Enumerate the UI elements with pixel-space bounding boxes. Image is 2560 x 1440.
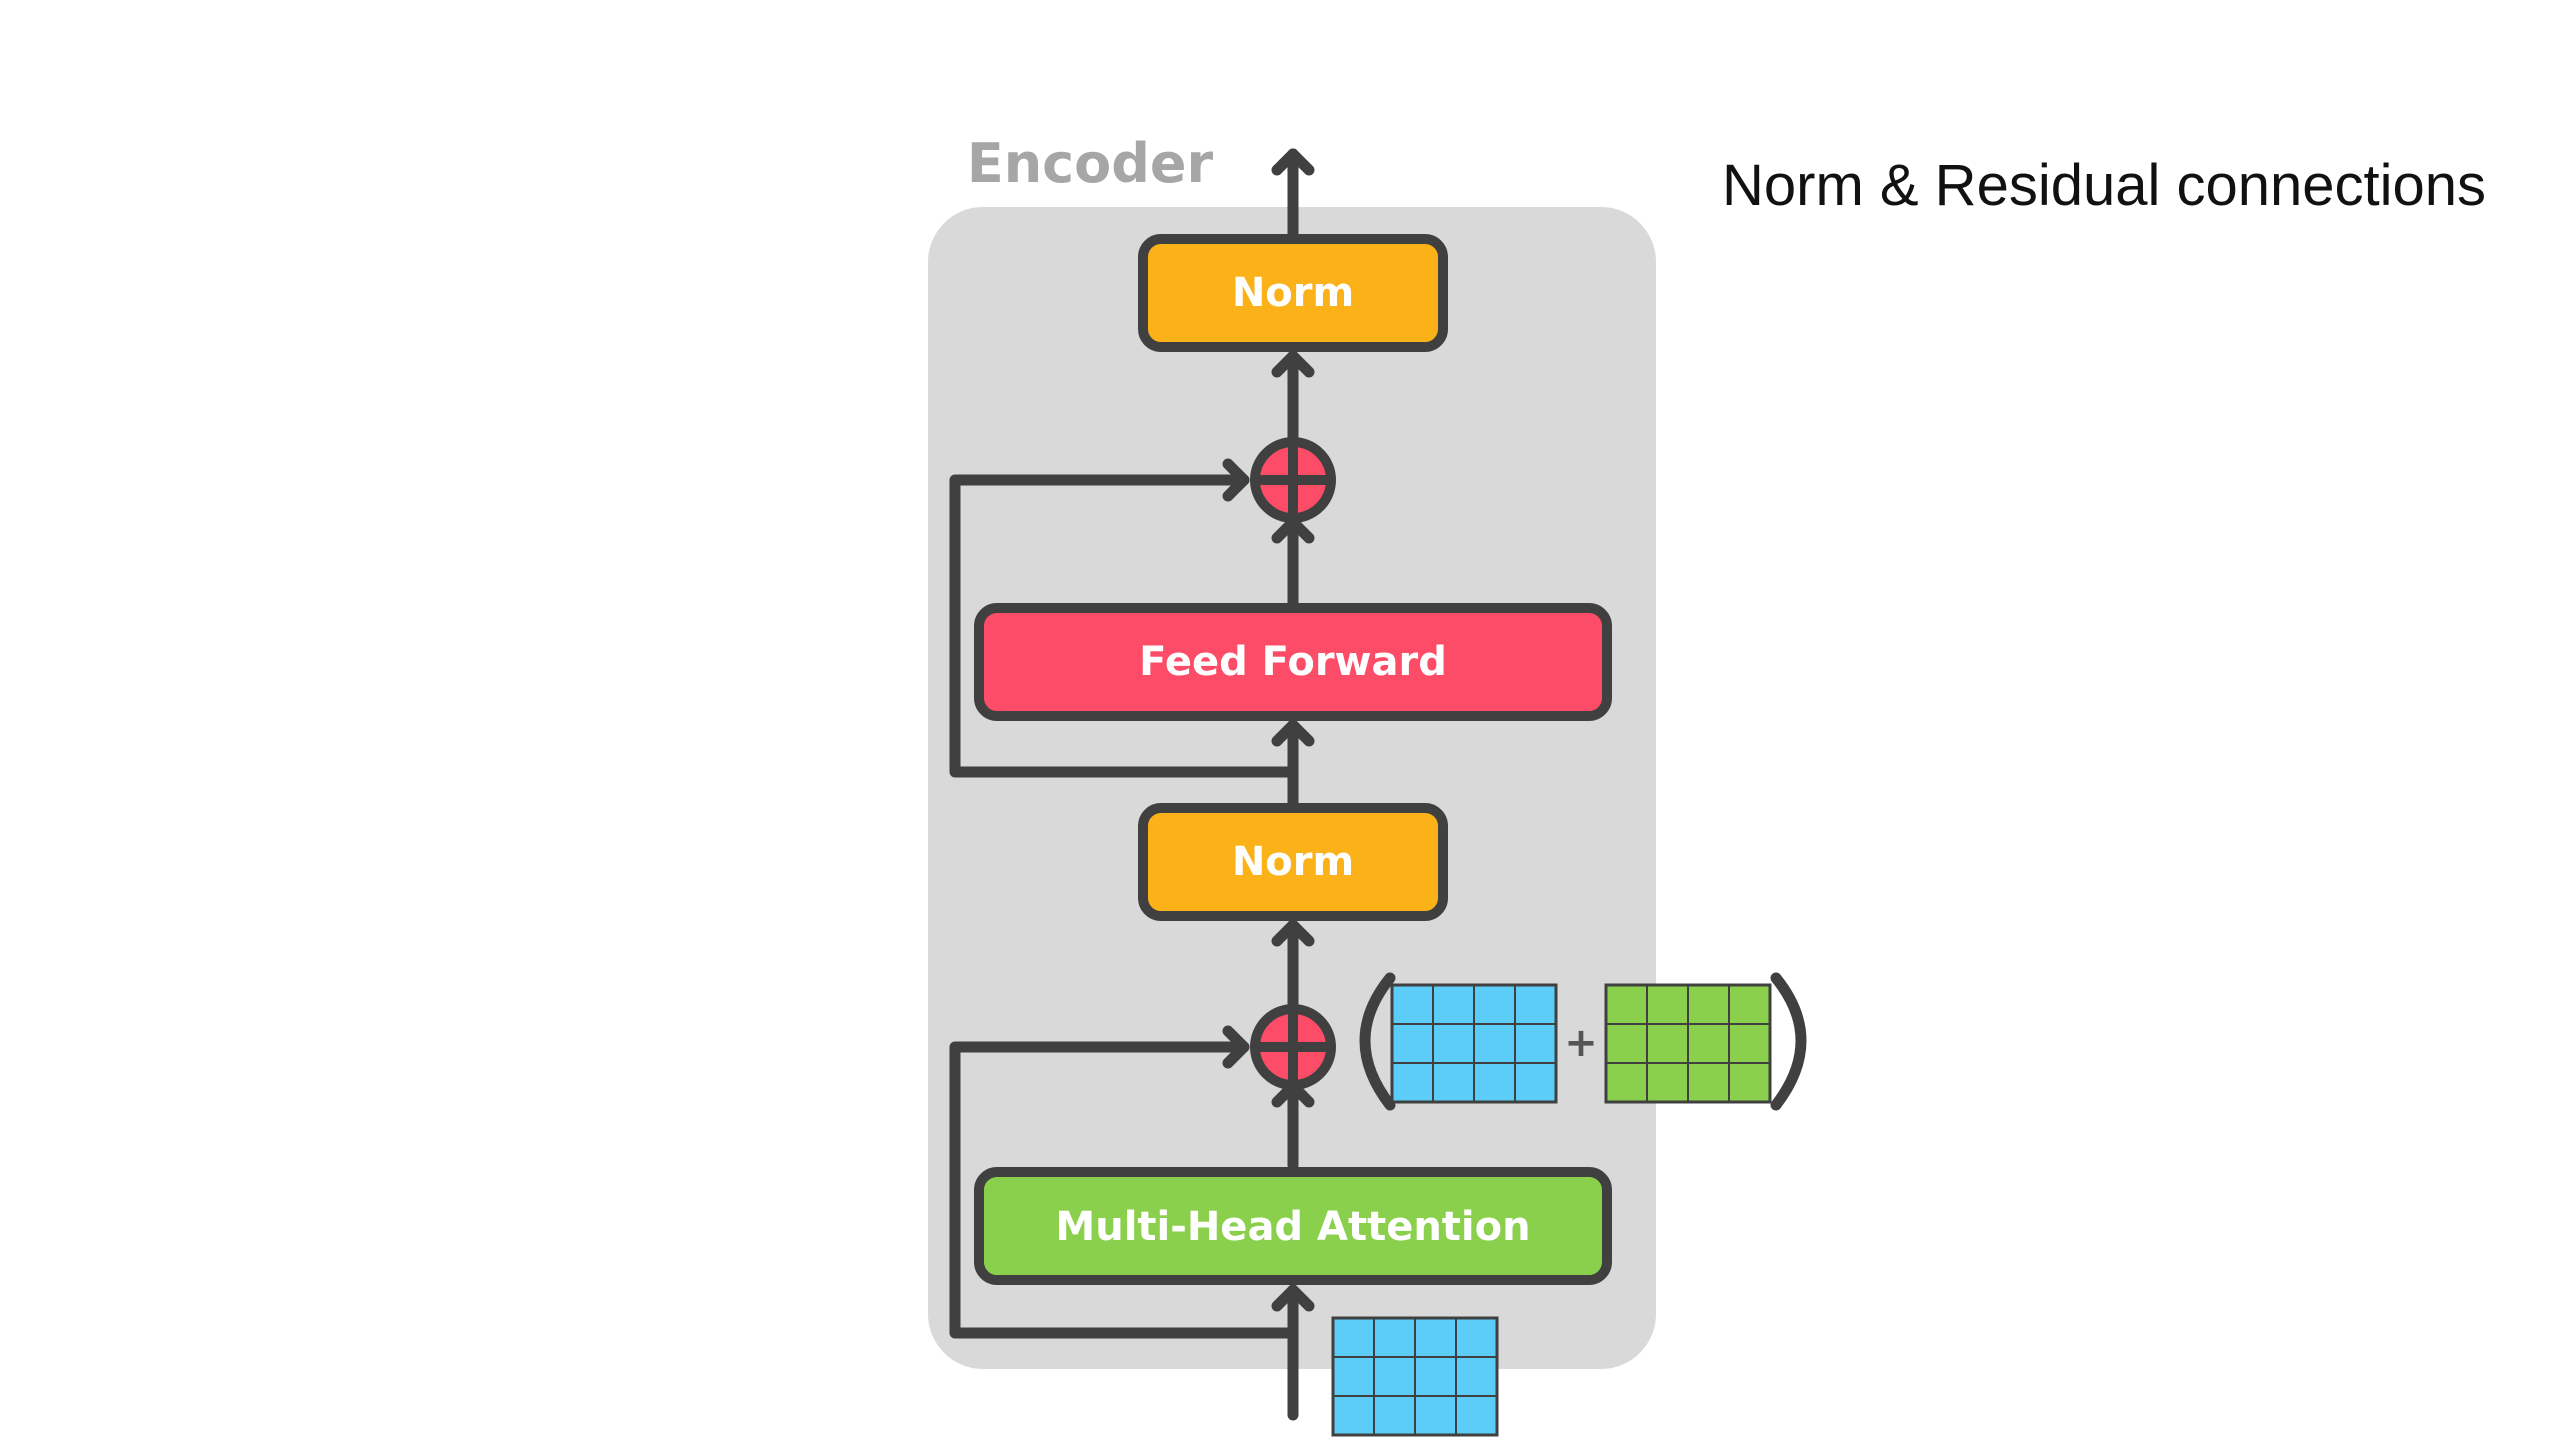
arrowhead-into-mha [1271,1284,1315,1312]
multi-head-attention-block: Multi-Head Attention [974,1167,1612,1285]
multi-head-attention-label: Multi-Head Attention [1055,1204,1530,1250]
input-matrix [1331,1316,1499,1437]
slide-title: Norm & Residual connections [1722,153,2487,218]
arrowhead-into-top-norm [1271,350,1315,378]
arrowhead-into-ff [1271,719,1315,747]
right-parenthesis [1770,972,1807,1111]
arrowhead-residual-upper [1222,458,1250,502]
matrix-plus-sign: + [1564,1020,1598,1066]
norm-block-bottom: Norm [1138,803,1448,921]
arrowhead-residual-lower [1222,1025,1250,1069]
matrix-blue-sum [1390,983,1558,1104]
norm-top-label: Norm [1232,270,1354,316]
add-node-lower [1250,1004,1336,1090]
feed-forward-block: Feed Forward [974,603,1612,721]
matrix-green-sum [1604,983,1772,1104]
feed-forward-label: Feed Forward [1139,639,1447,685]
norm-bottom-label: Norm [1232,839,1354,885]
arrowhead-into-lower-norm [1271,919,1315,947]
residual-connection-upper [949,474,1299,778]
add-node-upper [1250,437,1336,523]
arrowhead-output [1271,148,1315,176]
norm-block-top: Norm [1138,234,1448,352]
left-parenthesis [1359,972,1396,1111]
residual-sum-illustration: + [1359,972,1807,1111]
encoder-label: Encoder [967,132,1214,195]
residual-connection-lower [949,1041,1299,1339]
